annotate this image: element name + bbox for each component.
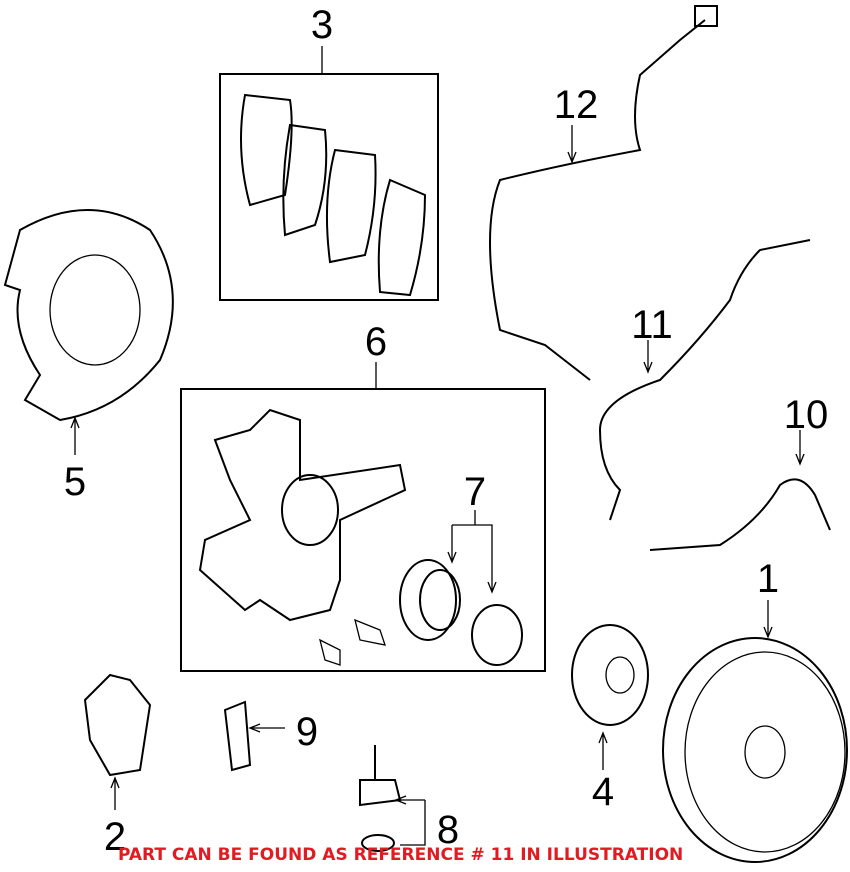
- callout-2-arrow: [110, 776, 120, 810]
- callout-11: 11: [631, 303, 673, 347]
- brake-pads: [240, 93, 427, 297]
- reference-note: PART CAN BE FOUND AS REFERENCE # 11 IN I…: [118, 845, 684, 865]
- callout-9-arrow: [248, 723, 285, 733]
- brake-pads-box: [219, 73, 439, 301]
- callout-3: 3: [311, 3, 333, 47]
- callout-1: 1: [757, 557, 779, 601]
- callout-12: 12: [554, 83, 599, 127]
- callout-12-arrow: [567, 125, 577, 164]
- steering-knuckle: [198, 408, 407, 666]
- abs-sensor-wire-12: [489, 19, 706, 381]
- callout-1-arrow: [763, 600, 773, 639]
- callout-8-arrows: [394, 795, 426, 846]
- brake-hose: [649, 478, 831, 551]
- callout-11-arrow: [643, 340, 653, 374]
- knuckle-box: [180, 388, 546, 672]
- brake-rotor: [662, 637, 848, 863]
- callout-7-arrows: [447, 524, 497, 594]
- callout-10-arrow: [795, 430, 805, 466]
- wheel-hub: [571, 624, 649, 726]
- callout-4: 4: [592, 770, 614, 814]
- callout-6: 6: [365, 320, 387, 364]
- sensor-connector-12: [694, 5, 718, 27]
- callout-7: 7: [464, 470, 486, 514]
- small-bracket: [223, 700, 252, 772]
- callout-10: 10: [784, 393, 829, 437]
- callout-8: 8: [437, 808, 459, 852]
- callout-2: 2: [104, 815, 126, 859]
- leader-lines: [70, 46, 476, 525]
- abs-sensor-wire-11: [598, 239, 811, 521]
- ball-joint: [359, 745, 402, 852]
- callout-4-arrow: [598, 731, 608, 770]
- wheel-bearing: [399, 559, 523, 666]
- callout-9: 9: [296, 710, 318, 754]
- dust-shield: [3, 209, 174, 422]
- caliper-bracket: [83, 673, 152, 777]
- callout-5: 5: [64, 460, 86, 504]
